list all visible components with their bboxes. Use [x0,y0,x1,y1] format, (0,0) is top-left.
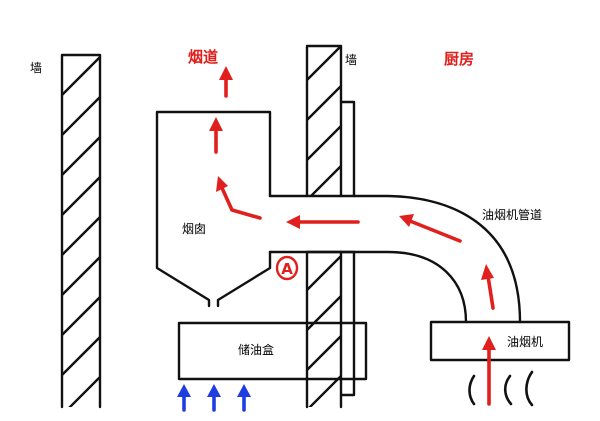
wall-left-label: 墙 [30,61,42,75]
flue-label: 烟道 [188,48,218,66]
oil-box [177,321,368,381]
right-wall-top-hatching [307,46,341,196]
oil-box-label: 储油盒 [238,342,274,357]
blue-arrow-3 [237,384,251,412]
chimney-label: 烟囱 [182,222,206,236]
left-wall [60,53,102,409]
hood-intake-arrow [482,336,496,406]
left-wall-hatching [62,56,100,407]
flue-exit-arrow [219,66,233,98]
smoke-waves [468,370,534,407]
kitchen-label: 厨房 [444,50,474,68]
duct-curve-arrow [399,214,462,243]
marker-a-circle [275,255,299,281]
smoke-flow-arrows [209,66,496,406]
range-hood [429,320,571,362]
air-inflow-arrows [177,384,251,412]
duct-left-arrow [286,215,360,229]
hood-duct-label: 油烟机管道 [482,207,542,222]
chimney-up-arrow [209,117,223,154]
blue-arrow-2 [207,384,221,412]
duct-rise-arrow [481,264,495,310]
chimney-turn-arrow [216,176,262,220]
chimney-body [155,110,272,308]
range-hood-label: 油烟机 [507,335,543,349]
right-wall-bottom-hatching [307,255,341,407]
right-wall [305,44,356,409]
hood-duct [268,194,522,324]
marker-a-label: A [281,260,293,278]
blue-arrow-1 [177,384,191,412]
wall-right-label: 墙 [345,53,357,67]
